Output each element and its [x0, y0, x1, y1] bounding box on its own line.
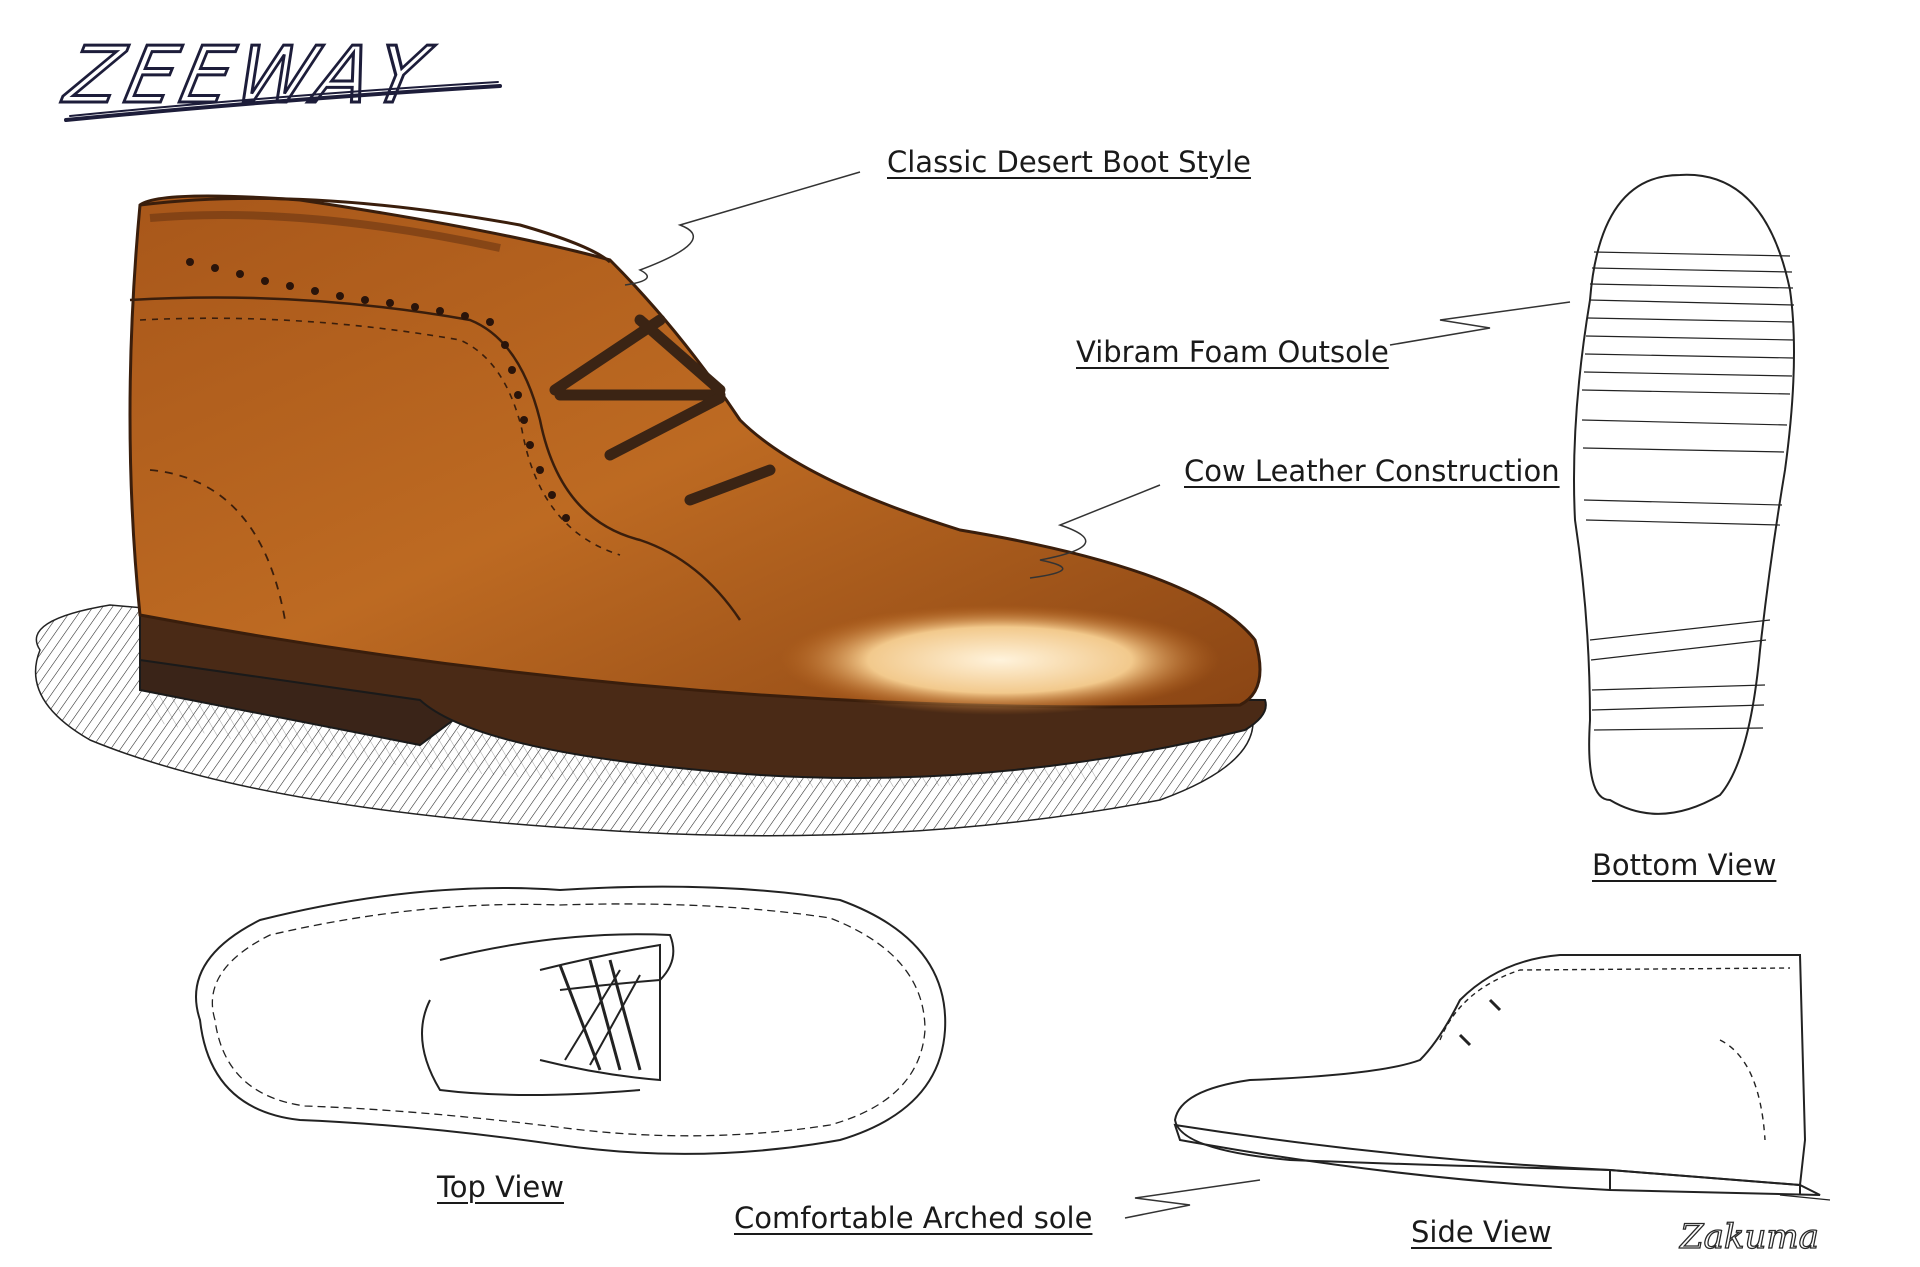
side-view-label: Side View [1411, 1215, 1552, 1249]
artist-signature: Zakuma [1678, 1216, 1819, 1257]
callout-cow-leather-construction: Cow Leather Construction [1184, 454, 1560, 488]
brand-logo: ZEEWAY [55, 28, 502, 122]
callout-vibram-foam-outsole: Vibram Foam Outsole [1076, 335, 1389, 369]
svg-text:Zakuma: Zakuma [1679, 1217, 1819, 1257]
side-view-drawing [1173, 954, 1831, 1201]
bottom-view-label: Bottom View [1592, 848, 1777, 882]
callout-comfortable-arched-sole: Comfortable Arched sole [734, 1201, 1093, 1235]
bottom-view-drawing [1573, 173, 1795, 815]
top-view-drawing [195, 885, 947, 1155]
callout-leaders [624, 171, 1571, 1219]
svg-text:ZEEWAY: ZEEWAY [56, 30, 439, 121]
boot-illustration [34, 194, 1267, 837]
callout-desert-boot-style: Classic Desert Boot Style [887, 145, 1251, 179]
top-view-label: Top View [437, 1170, 564, 1204]
boot-upper [128, 194, 1262, 709]
